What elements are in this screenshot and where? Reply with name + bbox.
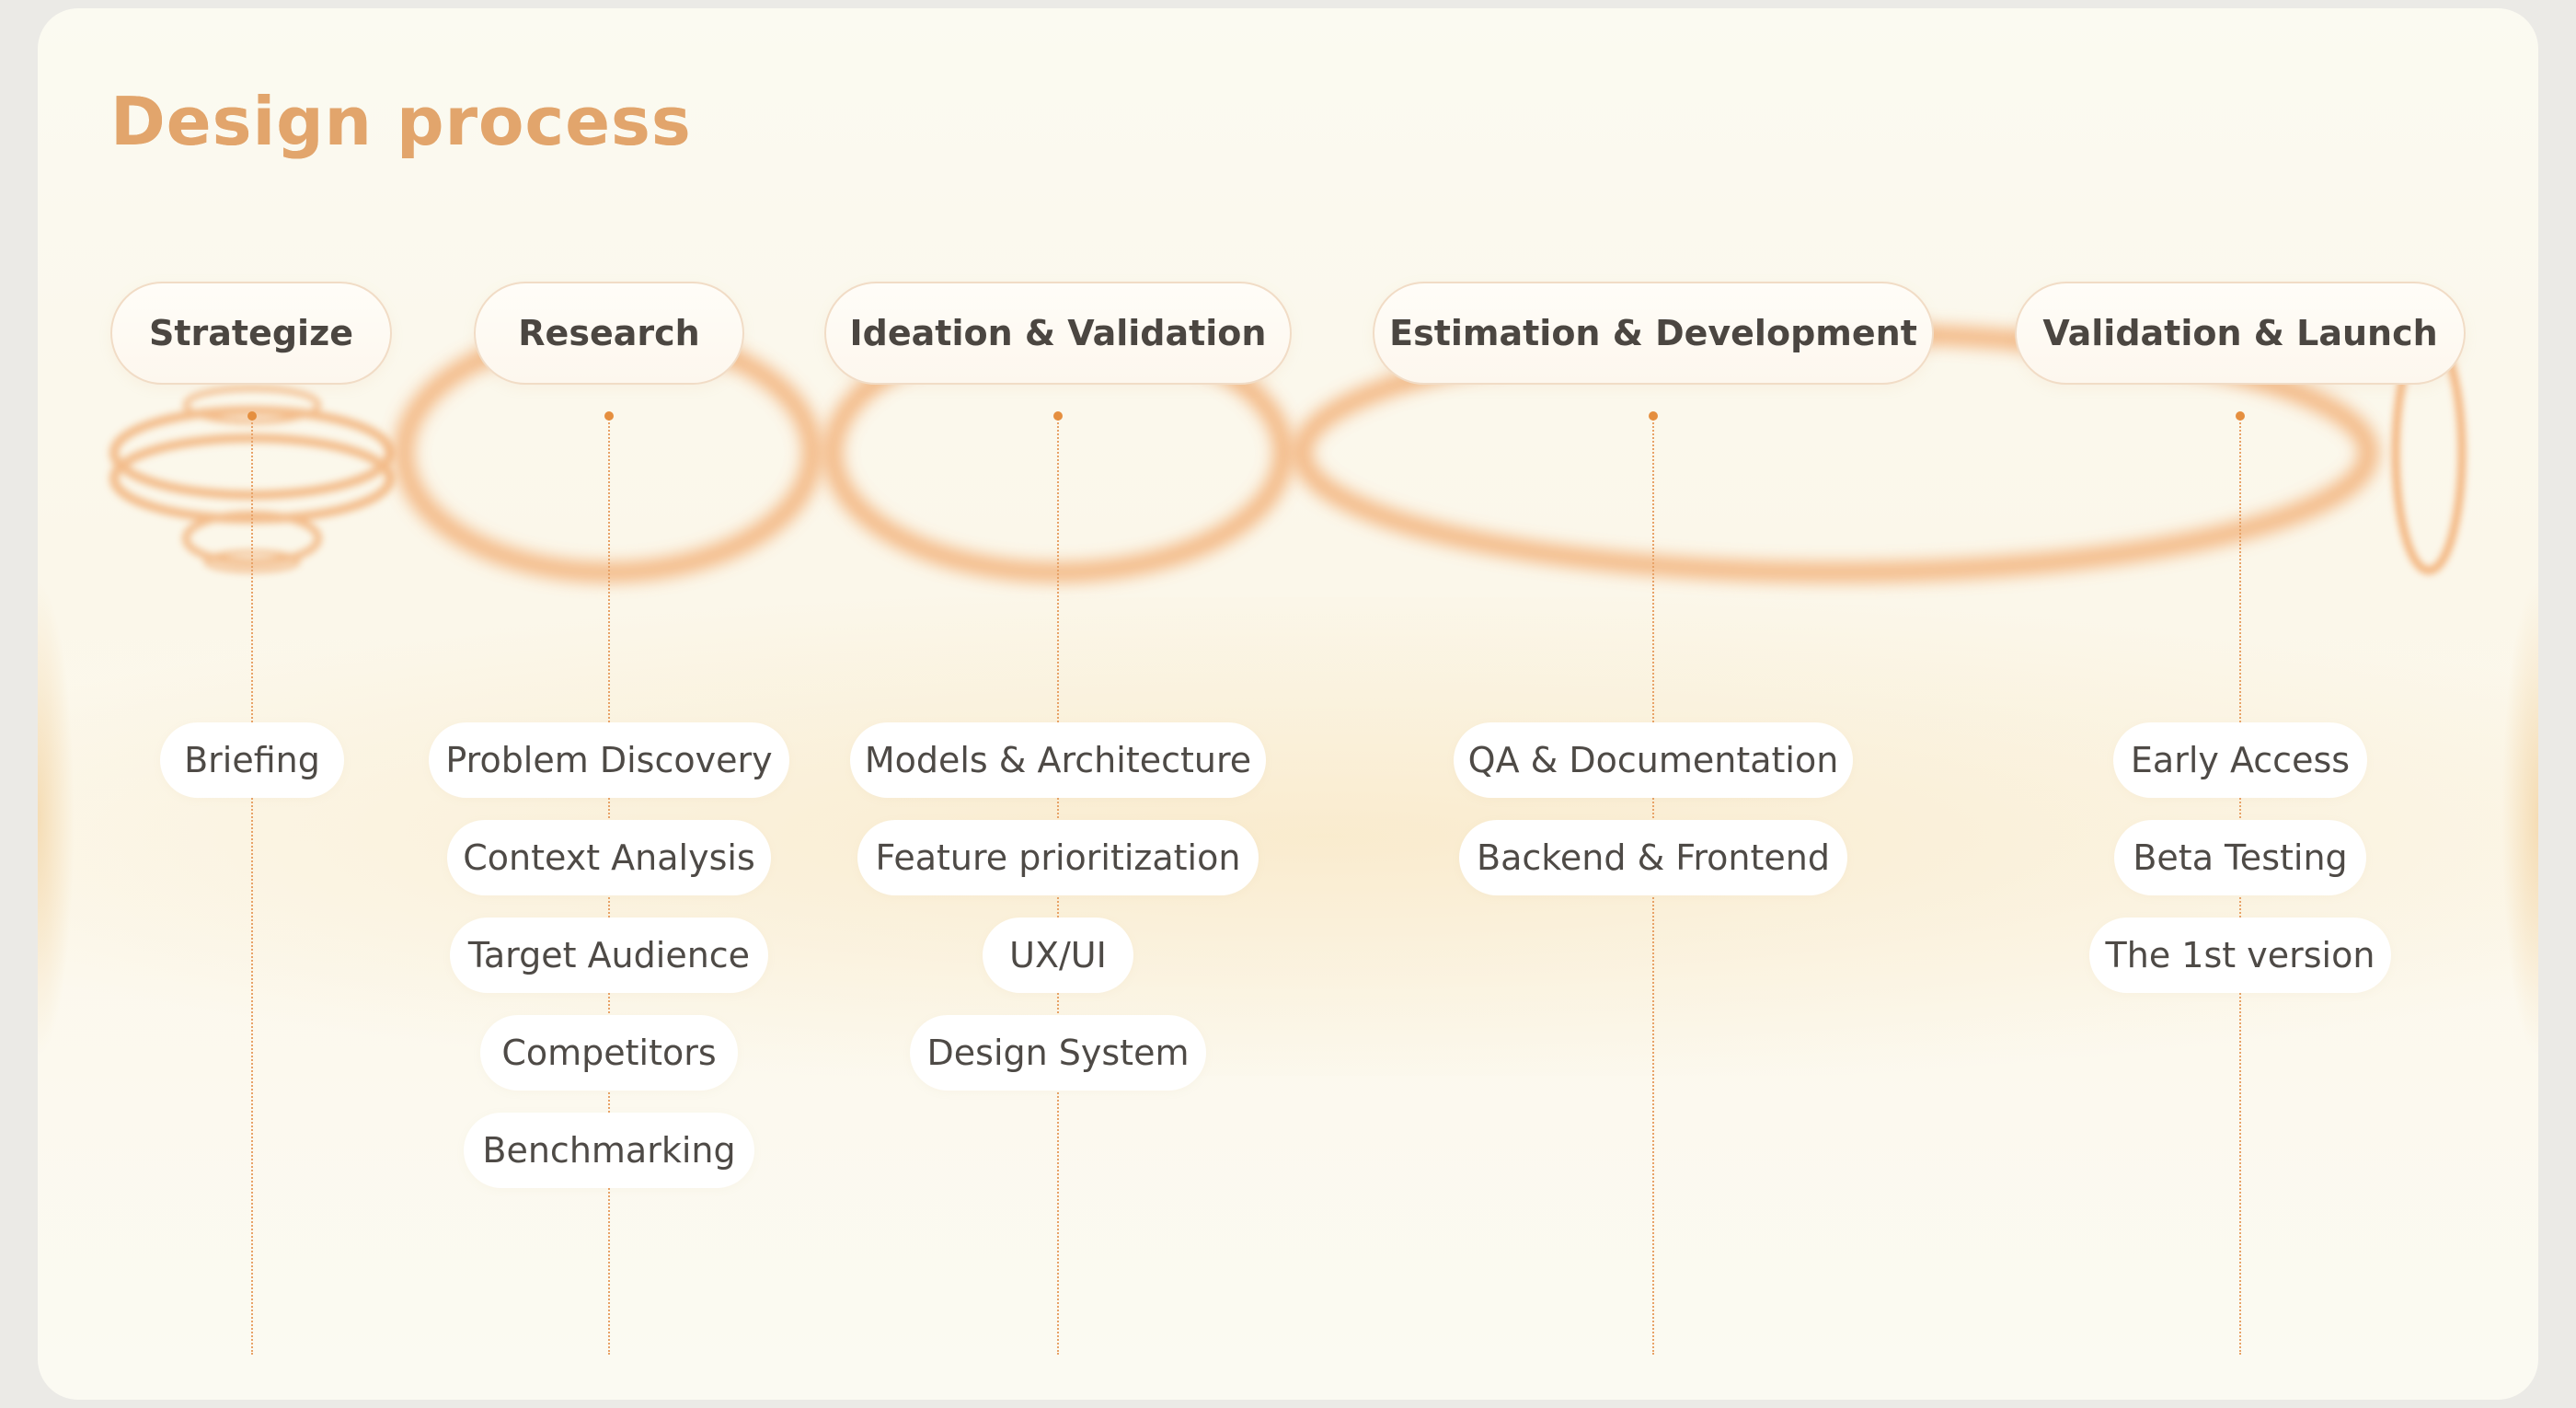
stage-chip-strategize[interactable]: Strategize [110, 282, 392, 385]
stage-chip-launch[interactable]: Validation & Launch [2015, 282, 2466, 385]
connector-dot [1053, 411, 1063, 421]
stage-chip-ideation[interactable]: Ideation & Validation [824, 282, 1292, 385]
task-benchmarking[interactable]: Benchmarking [464, 1113, 754, 1188]
task-early-access[interactable]: Early Access [2113, 722, 2367, 798]
task-target-audience[interactable]: Target Audience [450, 918, 768, 993]
page-title: Design process [110, 83, 692, 160]
connector-dot [247, 411, 257, 421]
task-briefing[interactable]: Briefing [160, 722, 344, 798]
stage-chip-research[interactable]: Research [474, 282, 744, 385]
task-context-analysis[interactable]: Context Analysis [447, 820, 771, 895]
task-beta-testing[interactable]: Beta Testing [2114, 820, 2366, 895]
stage-chip-estimation[interactable]: Estimation & Development [1373, 282, 1934, 385]
task-design-system[interactable]: Design System [910, 1015, 1206, 1091]
task-first-version[interactable]: The 1st version [2089, 918, 2391, 993]
connector-dot [2236, 411, 2245, 421]
task-qa-documentation[interactable]: QA & Documentation [1454, 722, 1853, 798]
task-ux-ui[interactable]: UX/UI [983, 918, 1133, 993]
task-competitors[interactable]: Competitors [480, 1015, 738, 1091]
left-edge-glow [38, 579, 75, 1057]
connector-dot [604, 411, 614, 421]
connector-dot [1649, 411, 1658, 421]
right-edge-glow [2501, 579, 2538, 1057]
task-problem-discovery[interactable]: Problem Discovery [429, 722, 789, 798]
task-feature-prioritization[interactable]: Feature prioritization [857, 820, 1259, 895]
task-models-architecture[interactable]: Models & Architecture [850, 722, 1266, 798]
connector-line [251, 416, 253, 1355]
task-backend-frontend[interactable]: Backend & Frontend [1459, 820, 1847, 895]
